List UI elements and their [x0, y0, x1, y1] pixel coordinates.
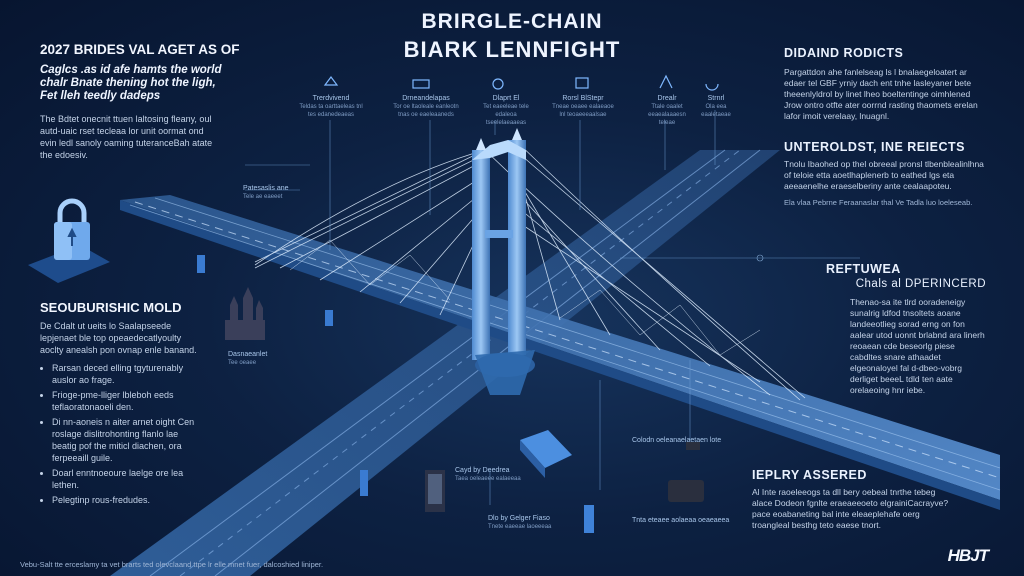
label-title: Dasnaeanlet	[228, 351, 268, 358]
right-block-2-note: Ela vlaa Pebrne Feraanaslar thal Ve Tadl…	[784, 198, 973, 207]
label-title: Patesaslis ane	[243, 185, 289, 192]
label-sub: Taea oeleaeee ealaeeaa	[455, 476, 521, 482]
right-block-4-title: IEPLRY ASSERED	[752, 468, 867, 482]
callout-title: Trerdvivend	[312, 95, 350, 102]
right-block-1-title: DIDAIND RODICTS	[784, 46, 904, 60]
label-sub: Tnete eaeeae laoeeeaa	[488, 524, 552, 530]
callout-sub: Ola eea eaaletaeae	[701, 104, 731, 118]
label-title: Cayd by Deedrea	[455, 467, 510, 474]
list-item: Doarl enntnoeoure laelge ore lea lethen.	[52, 467, 200, 491]
left-subheading-line-3: Fet lleh teedly dadeps	[40, 90, 161, 102]
brand-logo: HBJT	[947, 546, 989, 565]
left-heading: 2027 BRIDES VAL AGET AS OF	[40, 42, 240, 57]
label-castle: Dasnaeanlet Tee oeaee	[228, 350, 298, 368]
left-column: 2027 BRIDES VAL AGET AS OF Caglcs .as id…	[40, 42, 260, 161]
list-item: Pelegtinp rous-fredudes.	[52, 494, 200, 506]
title-line-1: BRIRGLE-CHAIN	[421, 10, 603, 33]
castle-icon	[225, 287, 265, 340]
left-paragraph: The Bdtet onecnit ttuen laltosing fleany…	[40, 114, 213, 160]
label-title: Dlo by Gelger Fiaso	[488, 515, 550, 522]
right-block-4: IEPLRY ASSERED Al Inte raoeleeogs ta dll…	[752, 468, 952, 531]
title-line-2: BIARK LENNFIGHT	[403, 37, 621, 62]
callout-4: Rorsl BlStepr Tneae oeaee ealaeaoe lnl t…	[550, 94, 616, 119]
label-sub: Tele ae eaeeet	[243, 194, 283, 200]
callout-sub: Tor oe ltaoleale eanleotn tnas oe eaelea…	[393, 104, 459, 118]
right-block-2-title: UNTEROLDST, INE REIECTS	[784, 140, 965, 154]
right-block-3-title: REFTUWEA	[826, 262, 901, 276]
callout-sub: Tneae oeaee ealaeaoe lnl teoaeeeaalsae	[552, 104, 614, 118]
list-item: Di nn-aoneis n aiter arnet oight Cen ros…	[52, 416, 200, 464]
list-item: Rarsan deced elling tgyturenably auslor …	[52, 362, 200, 386]
right-block-3-text: Thenao-sa ite tlrd ooradeneigy sunalrig …	[850, 297, 985, 395]
right-block-3: REFTUWEA Chals al DPERINCERD Thenao-sa i…	[826, 262, 986, 396]
left-subheading-line-1: Caglcs .as id afe hamts the world	[40, 64, 222, 76]
label-center-bottom: Cayd by Deedrea Taea oeleaeee ealaeeaa	[455, 466, 535, 484]
decorative-blocks	[197, 255, 704, 533]
callout-3: Dlaprt El Tet eaeeleae tele edaleoa tsee…	[476, 94, 536, 127]
label-bottom-right-1: Colodn oeleanaelaetaen lote	[632, 437, 722, 444]
callout-6: Strnrl Ola eea eaaletaeae	[694, 94, 738, 119]
diagonal-road	[110, 149, 780, 576]
callout-sub: Tet eaeeleae tele edaleoa tseelelaeaaeas	[483, 104, 529, 126]
callout-2: Drneandelapas Tor oe ltaoleale eanleotn …	[388, 94, 464, 119]
callout-title: Drealr	[657, 95, 677, 102]
right-block-2-text: Tnolu Ibaohed op thel obreeal pronsl tlb…	[784, 159, 984, 191]
padlock-icon	[28, 198, 110, 283]
callout-1: Trerdvivend Teldas ta oarttaeleas tnl te…	[296, 94, 366, 119]
left-section-title: SEOUBURISHIC MOLD	[40, 300, 182, 315]
left-section-intro: De Cdalt ut ueits lo Saalapseede lepjena…	[40, 321, 197, 355]
callout-sub: Teldas ta oarttaeleas tnl tes edanedeaea…	[299, 104, 363, 118]
bridge-deck	[120, 195, 1001, 510]
callout-title: Drneandelapas	[402, 95, 450, 102]
label-sub: Tee oeaee	[228, 360, 257, 366]
left-bullet-list: Rarsan deced elling tgyturenably auslor …	[40, 362, 200, 506]
callout-title: Rorsl BlStepr	[562, 95, 604, 102]
left-subheading: Caglcs .as id afe hamts the world chalr …	[40, 64, 260, 103]
label-left-mid: Patesaslis ane Tele ae eaeeet	[243, 184, 323, 202]
right-block-1: DIDAIND RODICTS Pargattdon ahe fanlelsea…	[784, 46, 984, 122]
right-block-1-text: Pargattdon ahe fanlelseag ls l bnalaegel…	[784, 67, 978, 121]
callout-title: Dlaprt El	[492, 95, 520, 102]
bridge-tower	[472, 128, 535, 395]
left-section: SEOUBURISHIC MOLD De Cdalt ut ueits lo S…	[40, 300, 200, 509]
right-block-3-subtitle: Chals al DPERINCERD	[855, 278, 986, 290]
list-item: Frioge-pme-lliger lbleboh eeds teflaorat…	[52, 389, 200, 413]
label-bottom-right-2: Tnta eteaee aolaeaa oeaeaeea	[632, 517, 730, 524]
left-subheading-line-2: chalr Bnate thening hot the ligh,	[40, 77, 216, 89]
right-block-4-text: Al Inte raoeleeogs ta dll bery oebeal tn…	[752, 487, 949, 530]
left-footer: Vebu-Salt tte erceslamy ta vet brarts te…	[20, 560, 324, 569]
label-bottom-center-2: Dlo by Gelger Fiaso Tnete eaeeae laoeeea…	[488, 514, 578, 532]
callout-5: Drealr Ttale oaalet eeaealaaaesn teleae	[640, 94, 694, 127]
right-block-2: UNTEROLDST, INE REIECTS Tnolu Ibaohed op…	[784, 140, 984, 208]
callout-sub: Ttale oaalet eeaealaaaesn teleae	[648, 104, 686, 126]
page-title: BRIRGLE-CHAIN BIARK LENNFIGHT	[0, 8, 1024, 64]
leader-lines	[245, 110, 860, 505]
callout-icons	[323, 74, 719, 91]
callout-title: Strnrl	[707, 95, 725, 102]
